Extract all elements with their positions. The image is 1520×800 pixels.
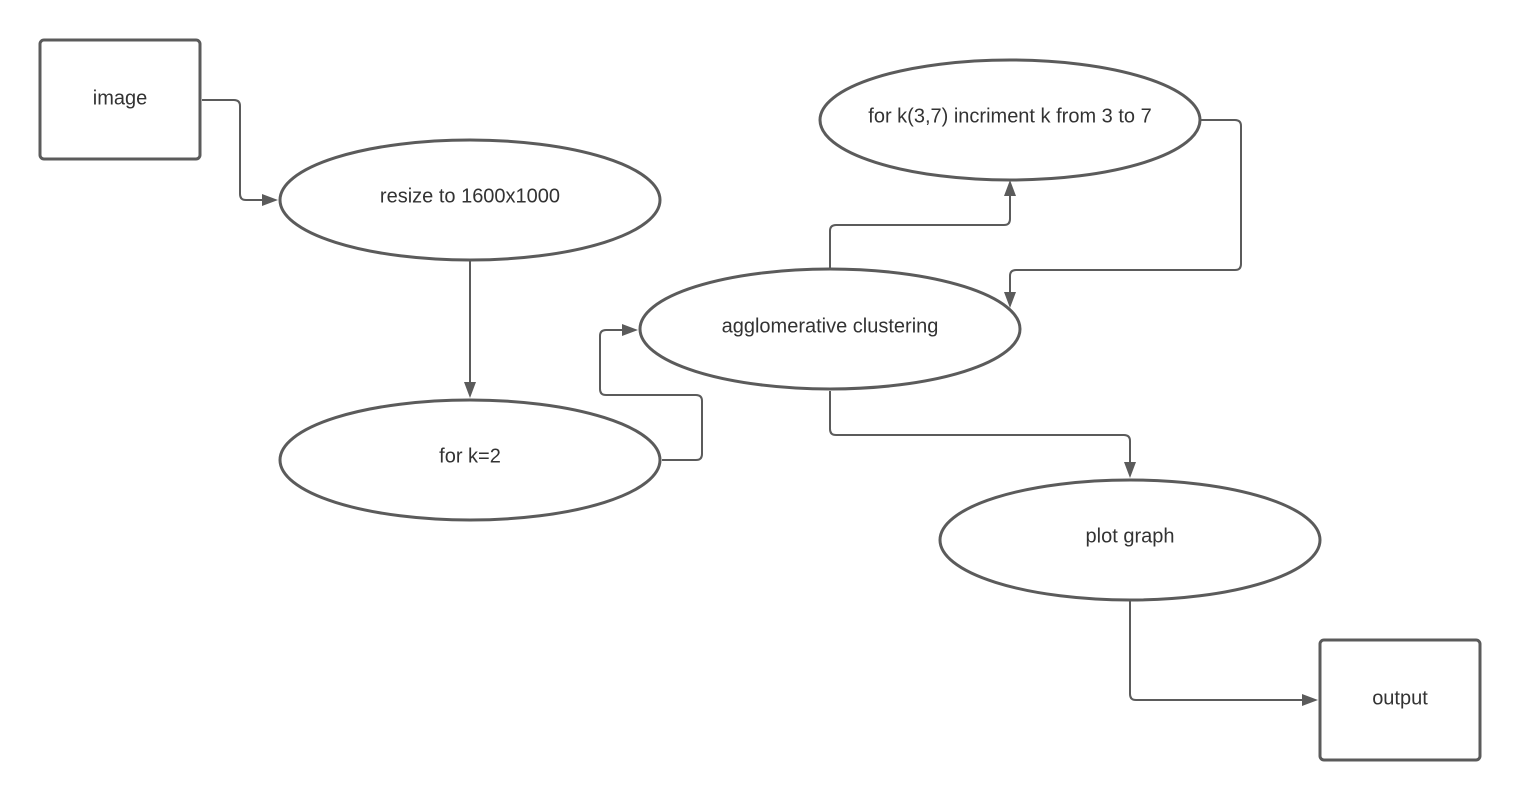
node-for-k37[interactable]: for k(3,7) incriment k from 3 to 7 (818, 58, 1202, 182)
edge-agglomerative-to-plot (829, 391, 1136, 478)
node-for-k37-label: for k(3,7) incriment k from 3 to 7 (868, 105, 1151, 127)
node-agglomerative-label: agglomerative clustering (722, 315, 939, 337)
node-resize[interactable]: resize to 1600x1000 (278, 138, 662, 262)
node-resize-label: resize to 1600x1000 (380, 185, 560, 207)
edge-agglomerative-to-for-k37 (829, 180, 1016, 268)
edge-for-k2-to-agglomerative (599, 324, 703, 461)
edge-for-k37-to-agglomerative (1004, 119, 1242, 308)
node-plot-graph[interactable]: plot graph (938, 478, 1322, 602)
node-image-label: image (93, 87, 147, 109)
node-for-k2[interactable]: for k=2 (278, 398, 662, 522)
edge-plot-to-output (1129, 601, 1318, 706)
edge-resize-to-for-k2 (464, 261, 476, 398)
edge-image-to-resize (202, 99, 278, 206)
node-plot-label: plot graph (1086, 525, 1175, 547)
node-agglomerative-clustering[interactable]: agglomerative clustering (638, 267, 1022, 391)
node-for-k2-label: for k=2 (439, 445, 501, 467)
edges (202, 99, 1318, 706)
node-output[interactable]: output (1318, 638, 1482, 762)
node-image[interactable]: image (38, 38, 202, 161)
node-output-label: output (1372, 687, 1428, 709)
